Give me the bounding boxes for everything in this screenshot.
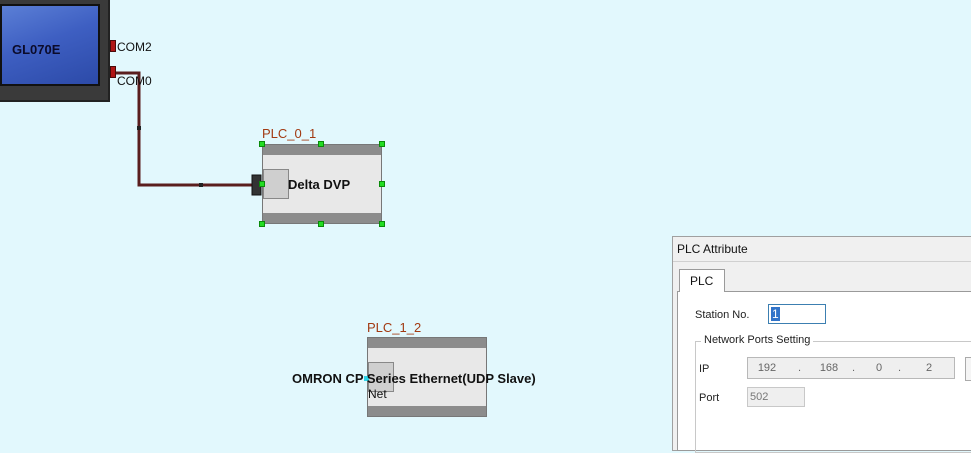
wire-joint	[199, 183, 203, 187]
plc-band-top	[368, 338, 486, 348]
selection-handle[interactable]	[379, 221, 385, 227]
ip-dot: .	[898, 362, 902, 374]
port-input[interactable]: 502	[747, 387, 805, 407]
plc-band-bottom	[263, 213, 381, 223]
wire-joint	[137, 126, 141, 130]
net-port-label: Net	[368, 387, 387, 401]
title-divider	[673, 261, 971, 262]
plc-id-label: PLC_1_2	[367, 320, 422, 335]
plc-port-slot	[263, 169, 289, 199]
plc-attribute-dialog: PLC Attribute PLC Station No. 1 Network …	[672, 236, 971, 453]
plc-band-top	[263, 145, 381, 155]
station-no-input[interactable]: 1	[768, 304, 826, 324]
ip-address-field[interactable]: 192 . 168 . 0 . 2	[747, 357, 955, 379]
plc-band-bottom	[368, 406, 486, 416]
station-no-value: 1	[771, 307, 780, 321]
net-port-connector[interactable]	[364, 376, 369, 381]
plc-id-label: PLC_0_1	[262, 126, 317, 141]
ip-octet: 168	[819, 362, 839, 374]
selection-handle[interactable]	[379, 181, 385, 187]
selection-handle[interactable]	[318, 221, 324, 227]
selection-handle[interactable]	[318, 141, 324, 147]
port-label: Port	[699, 392, 720, 404]
com0-port-label: COM0	[117, 74, 152, 88]
ip-dot: .	[852, 362, 856, 374]
ip-side-button[interactable]	[965, 357, 971, 381]
selection-handle[interactable]	[379, 141, 385, 147]
ip-octet: 0	[875, 362, 883, 374]
com0-port-connector[interactable]	[110, 66, 116, 78]
plc-name: Delta DVP	[288, 177, 351, 192]
selection-handle[interactable]	[259, 141, 265, 147]
hmi-device[interactable]: GL070E	[0, 0, 110, 102]
diagram-canvas[interactable]: GL070E COM2 COM0 PLC_0_1 Delta DVP PLC_1…	[0, 0, 971, 440]
station-no-label: Station No.	[695, 309, 750, 321]
com2-port-label: COM2	[117, 40, 152, 54]
hmi-screen	[0, 4, 100, 86]
group-title: Network Ports Setting	[701, 334, 814, 346]
ip-octet: 192	[757, 362, 777, 374]
plc-block-delta[interactable]: Delta DVP	[262, 144, 382, 224]
tab-plc[interactable]: PLC	[679, 269, 725, 292]
plc-block-omron[interactable]	[367, 337, 487, 417]
hmi-name: GL070E	[12, 42, 61, 57]
plc-name: OMRON CP Series Ethernet(UDP Slave)	[292, 371, 536, 386]
ip-label: IP	[699, 363, 710, 375]
selection-handle[interactable]	[259, 181, 265, 187]
selection-handle[interactable]	[259, 221, 265, 227]
ip-dot: .	[798, 362, 802, 374]
ip-octet: 2	[925, 362, 933, 374]
dialog-title: PLC Attribute	[677, 242, 748, 256]
com2-port-connector[interactable]	[110, 40, 116, 52]
